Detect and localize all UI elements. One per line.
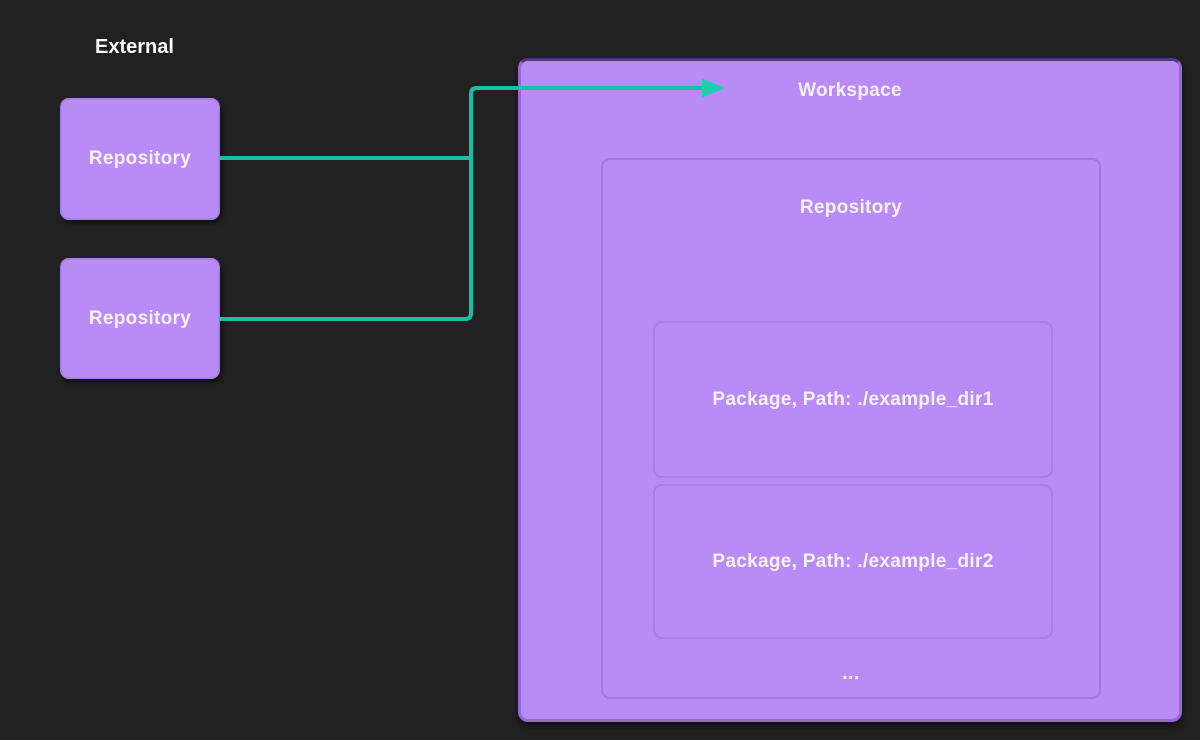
external-repository-1: Repository xyxy=(60,98,220,220)
package-box-dir2: Package, Path: ./example_dir2 xyxy=(653,484,1053,639)
external-repository-2-label: Repository xyxy=(88,307,192,329)
package-label-dir1: Package, Path: ./example_dir1 xyxy=(712,388,994,410)
external-repository-1-label: Repository xyxy=(88,148,192,169)
more-packages-indicator: ... xyxy=(842,662,860,684)
external-repository-2: Repository xyxy=(60,258,220,379)
package-label-dir2: Package, Path: ./example_dir2 xyxy=(712,550,994,572)
workspace-repository-box: Repository Package, Path: ./example_dir1… xyxy=(601,158,1101,699)
external-group-label: External xyxy=(95,36,174,58)
workspace-box: Workspace Repository Package, Path: ./ex… xyxy=(518,58,1182,722)
workspace-repository-title: Repository xyxy=(799,197,903,218)
workspace-title: Workspace xyxy=(798,80,902,101)
package-box-dir1: Package, Path: ./example_dir1 xyxy=(653,321,1053,478)
